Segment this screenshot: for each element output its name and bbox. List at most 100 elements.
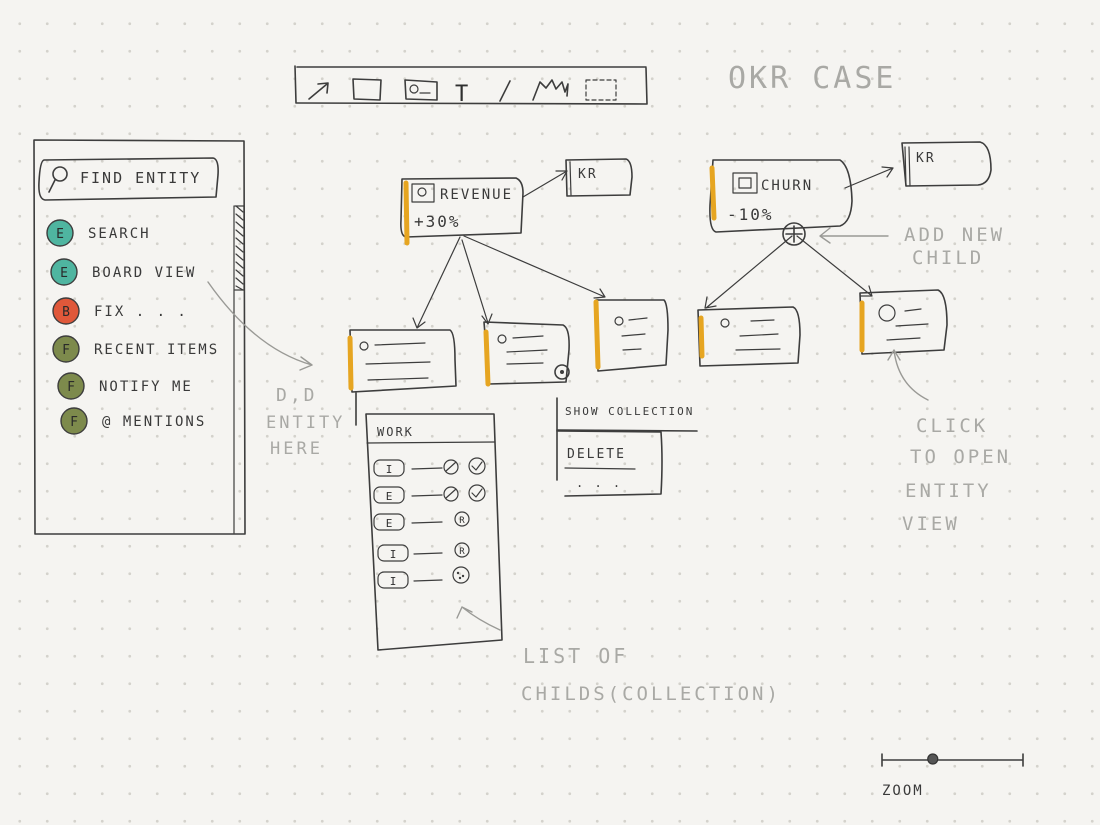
search-icon	[48, 166, 68, 193]
entity-type-badge	[52, 297, 80, 325]
scrollbar[interactable]	[233, 205, 245, 534]
row-type-badge	[377, 544, 409, 562]
zoom-label: ZOOM	[882, 783, 924, 799]
rectangle-tool-icon[interactable]	[352, 78, 382, 101]
sidebar-item-label: NOTIFY ME	[99, 379, 193, 395]
entity-card-churn[interactable]: CHURN -10%	[709, 159, 853, 233]
sidebar-item-label: FIX . . .	[94, 304, 188, 320]
revenue-value: +30%	[414, 212, 461, 231]
annotation-dnd: D,D ENTITY HERE	[207, 281, 342, 459]
svg-text:CHILD: CHILD	[912, 247, 984, 269]
entity-type-badge	[46, 219, 74, 247]
review-icon: R	[454, 511, 470, 527]
sidebar-item-label: BOARD VIEW	[92, 265, 196, 281]
kr-label: KR	[916, 151, 936, 166]
row-type-badge	[373, 459, 405, 477]
svg-text:D,D: D,D	[276, 385, 318, 406]
assignee-icon	[443, 459, 459, 475]
revenue-child-arrow-2	[461, 239, 493, 325]
badge-letter: B	[62, 305, 70, 320]
menu-item-show-collection[interactable]: SHOW COLLECTION	[565, 405, 694, 418]
sidebar-item-recent-items[interactable]: F RECENT ITEMS	[52, 335, 219, 363]
line-tool-icon[interactable]	[499, 80, 511, 102]
revenue-to-kr-arrow	[522, 170, 568, 198]
svg-text:VIEW: VIEW	[902, 513, 960, 535]
assignee-icon	[443, 486, 459, 502]
zoom-track	[881, 753, 1024, 767]
row-title-line	[413, 579, 443, 582]
svg-text:LIST OF: LIST OF	[523, 644, 628, 668]
badge-letter: F	[70, 415, 78, 430]
sidebar-item-label: RECENT ITEMS	[94, 342, 219, 358]
toolbar: T	[294, 65, 648, 107]
kr-label: KR	[578, 167, 598, 182]
svg-text:ADD NEW: ADD NEW	[904, 224, 1005, 246]
annotation-click-open: CLICK TO OPEN ENTITY VIEW	[887, 349, 1011, 535]
search-input[interactable]: FIND ENTITY	[38, 157, 219, 201]
entity-card-tool-icon[interactable]	[404, 79, 438, 101]
collection-row[interactable]: I	[377, 566, 470, 589]
row-title-line	[413, 552, 443, 555]
hand-tool-icon[interactable]	[532, 79, 569, 101]
check-icon[interactable]	[468, 484, 486, 502]
churn-child-arrow-1	[704, 235, 793, 309]
connectors	[412, 166, 894, 329]
collection-row[interactable]: I	[373, 457, 486, 477]
annotation-list-childs: LIST OF CHILDS(COLLECTION)	[456, 606, 781, 705]
sidebar-item-label: @ MENTIONS	[102, 414, 206, 430]
revenue-child-arrow-1	[412, 236, 461, 329]
badge-letter: F	[62, 343, 70, 358]
context-menu: SHOW COLLECTION DELETE . . .	[556, 397, 698, 497]
row-type-letter: I	[386, 463, 393, 476]
churn-to-kr-arrow	[844, 166, 894, 189]
svg-text:T: T	[455, 82, 468, 107]
row-type-letter: E	[386, 517, 393, 530]
collection-row[interactable]: E	[373, 484, 486, 504]
row-type-badge	[377, 571, 409, 589]
entity-type-badge	[50, 258, 78, 286]
child-card-4[interactable]	[697, 306, 801, 367]
arrow-tool-icon[interactable]	[308, 82, 329, 100]
child-card-5[interactable]	[859, 289, 948, 355]
svg-text:CLICK: CLICK	[916, 415, 988, 437]
row-title-line	[411, 494, 443, 497]
row-type-letter: E	[386, 490, 393, 503]
search-placeholder: FIND ENTITY	[80, 169, 201, 187]
svg-text:TO OPEN: TO OPEN	[910, 446, 1011, 468]
menu-item-delete[interactable]: DELETE	[567, 447, 626, 462]
zoom-control[interactable]: ZOOM	[881, 753, 1024, 799]
review-icon: R	[454, 542, 470, 558]
sidebar-item-mentions[interactable]: F @ MENTIONS	[60, 407, 206, 435]
sidebar-item-fix[interactable]: B FIX . . .	[52, 297, 188, 325]
churn-child-arrow-2	[796, 235, 873, 297]
kr-card-revenue[interactable]: KR	[565, 158, 633, 197]
check-icon[interactable]	[468, 457, 486, 475]
text-tool-icon[interactable]: T	[455, 82, 468, 107]
board-title: OKR CASE	[728, 61, 897, 96]
child-card-2[interactable]	[483, 321, 570, 387]
pending-icon	[452, 566, 470, 584]
badge-letter: E	[56, 227, 64, 242]
revenue-child-arrow-3	[463, 235, 606, 299]
svg-text:CHILDS(COLLECTION): CHILDS(COLLECTION)	[521, 683, 781, 705]
child-card-3[interactable]	[593, 299, 669, 372]
child-card-1[interactable]	[347, 329, 457, 393]
entity-card-revenue[interactable]: REVENUE +30%	[400, 177, 524, 246]
svg-text:R: R	[459, 547, 465, 557]
kr-card-churn[interactable]: KR	[901, 141, 992, 187]
row-title-line	[411, 467, 443, 470]
card-menu-icon[interactable]	[554, 364, 570, 380]
zoom-handle[interactable]	[927, 753, 939, 765]
add-child-button[interactable]	[782, 222, 806, 246]
selection-tool-icon[interactable]	[585, 79, 617, 101]
menu-item-more[interactable]: . . .	[576, 476, 622, 490]
row-type-letter: I	[390, 575, 397, 588]
